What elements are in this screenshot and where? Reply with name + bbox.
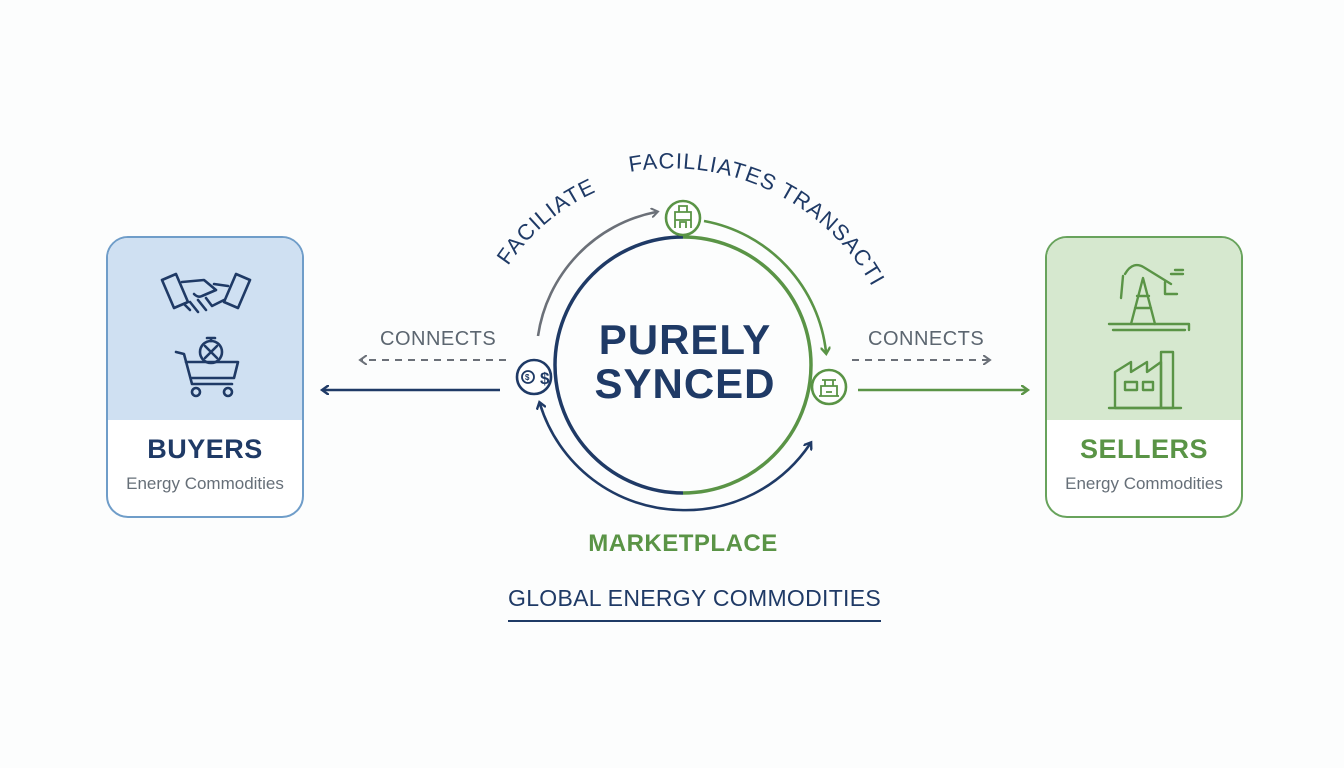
arc-label-left: FACILIATES: [0, 0, 599, 269]
cycle-arrow-top-left: [536, 212, 656, 337]
cycle-arrow-top-right: [703, 219, 826, 352]
trade-desk-icon: [810, 368, 848, 406]
sellers-card: SELLERS Energy Commodities: [1045, 236, 1243, 518]
sync-circle-left: [553, 235, 684, 495]
buyers-card: BUYERS Energy Commodities: [106, 236, 304, 518]
oil-pump-icon: [1107, 263, 1191, 332]
buyers-title: BUYERS: [147, 434, 263, 464]
factory-icon: [1107, 350, 1183, 410]
center-title-line1: PURELY: [598, 316, 772, 363]
buyers-icons: [160, 272, 252, 398]
center-title: PURELY SYNCED: [555, 318, 815, 406]
footer-title: GLOBAL ENERGY COMMODITIES: [508, 585, 882, 622]
svg-text:$: $: [525, 373, 530, 382]
sync-circle-right: [682, 235, 813, 495]
sellers-subtitle: Energy Commodities: [1065, 474, 1223, 493]
cycle-arrow-bottom-left: [540, 404, 681, 512]
sellers-icons: [1107, 263, 1191, 410]
cycle-arrow-bottom-right: [679, 444, 810, 512]
arc-label-right: FACILLIATES TRANSACTIONS: [0, 0, 890, 290]
refinery-icon: [664, 199, 702, 237]
shopping-cart-icon: [174, 336, 240, 398]
sellers-title: SELLERS: [1079, 434, 1209, 464]
marketplace-label: MARKETPLACE: [588, 530, 778, 557]
handshake-icon: [160, 272, 252, 314]
svg-text:$: $: [540, 369, 550, 388]
buyers-icon-band: [108, 238, 302, 420]
dollar-exchange-icon: $ $: [515, 358, 553, 396]
connects-right-label: CONNECTS: [868, 328, 985, 350]
center-title-line2: SYNCED: [594, 360, 776, 407]
buyers-subtitle: Energy Commodities: [126, 474, 284, 493]
connects-left-label: CONNECTS: [380, 328, 497, 350]
